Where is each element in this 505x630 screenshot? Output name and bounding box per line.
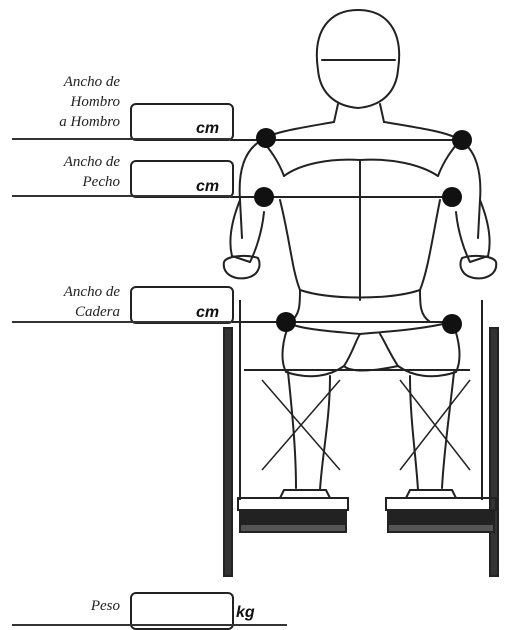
left-wheel — [224, 328, 232, 576]
left-leg-outline — [288, 372, 330, 490]
weight-label: Peso — [10, 596, 120, 616]
chest-left-marker — [254, 187, 274, 207]
right-footrest — [386, 498, 496, 510]
chest-unit: cm — [196, 178, 219, 196]
right-wheel — [490, 328, 498, 576]
chest-label-line-1: Ancho de — [10, 152, 120, 172]
hip-unit: cm — [196, 304, 219, 322]
weight-underline — [12, 624, 287, 626]
hip-label-line-1: Ancho de — [10, 282, 120, 302]
hip-label-line-2: Cadera — [10, 302, 120, 322]
chest-right-marker — [442, 187, 462, 207]
shoulder-label-line-3: a Hombro — [10, 112, 120, 132]
right-leg-outline — [410, 372, 454, 490]
left-arm-outline — [230, 200, 264, 262]
left-footrest — [238, 498, 348, 510]
chest-label-line-2: Pecho — [10, 172, 120, 192]
shoulder-underline — [12, 138, 232, 140]
weight-label-line-1: Peso — [10, 596, 120, 616]
weight-unit: kg — [236, 604, 255, 622]
right-arm-outline — [456, 200, 490, 262]
hip-label: Ancho de Cadera — [10, 282, 120, 322]
shoulder-left-marker — [256, 128, 276, 148]
shoulder-label-line-2: Hombro — [10, 92, 120, 112]
hip-left-marker — [276, 312, 296, 332]
shoulder-right-marker — [452, 130, 472, 150]
shoulder-label-line-1: Ancho de — [10, 72, 120, 92]
shoulder-unit: cm — [196, 120, 219, 138]
chest-label: Ancho de Pecho — [10, 152, 120, 192]
hip-right-marker — [442, 314, 462, 334]
shoulder-label: Ancho de Hombro a Hombro — [10, 72, 120, 132]
